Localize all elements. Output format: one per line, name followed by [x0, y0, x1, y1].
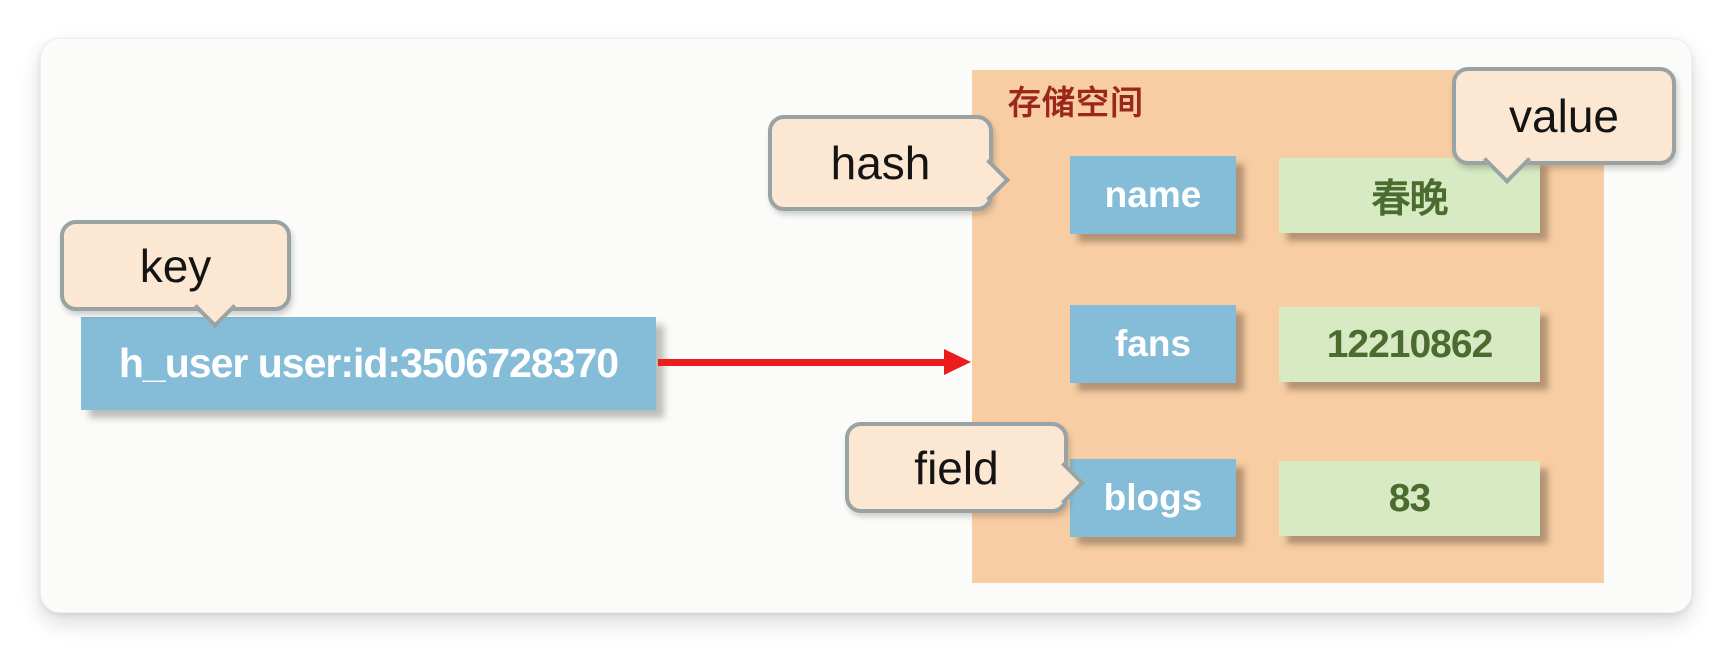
value-box-fans: 12210862	[1279, 307, 1540, 382]
field-callout-label: field	[914, 441, 999, 494]
value-box-blogs: 83	[1279, 461, 1540, 536]
field-box-fans: fans	[1070, 305, 1236, 383]
field-box-blogs: blogs	[1070, 459, 1236, 537]
key-box: h_user user:id:3506728370	[81, 317, 656, 410]
storage-title: 存储空间	[1008, 84, 1144, 121]
hash-callout: hash	[768, 115, 1011, 211]
key-arrow-head-icon	[944, 349, 971, 375]
storage-row: blogs 83	[1070, 459, 1542, 539]
field-callout: field	[845, 422, 1086, 513]
storage-row: name 春晚	[1070, 156, 1542, 236]
key-callout: key	[60, 220, 291, 329]
field-box-name: name	[1070, 156, 1236, 234]
value-box-name: 春晚	[1279, 158, 1540, 233]
hash-callout-label: hash	[830, 137, 931, 189]
key-callout-label: key	[139, 239, 212, 292]
value-callout-label: value	[1509, 90, 1619, 142]
value-callout: value	[1452, 67, 1676, 185]
key-arrow-shaft	[658, 359, 950, 366]
storage-row: fans 12210862	[1070, 305, 1542, 385]
